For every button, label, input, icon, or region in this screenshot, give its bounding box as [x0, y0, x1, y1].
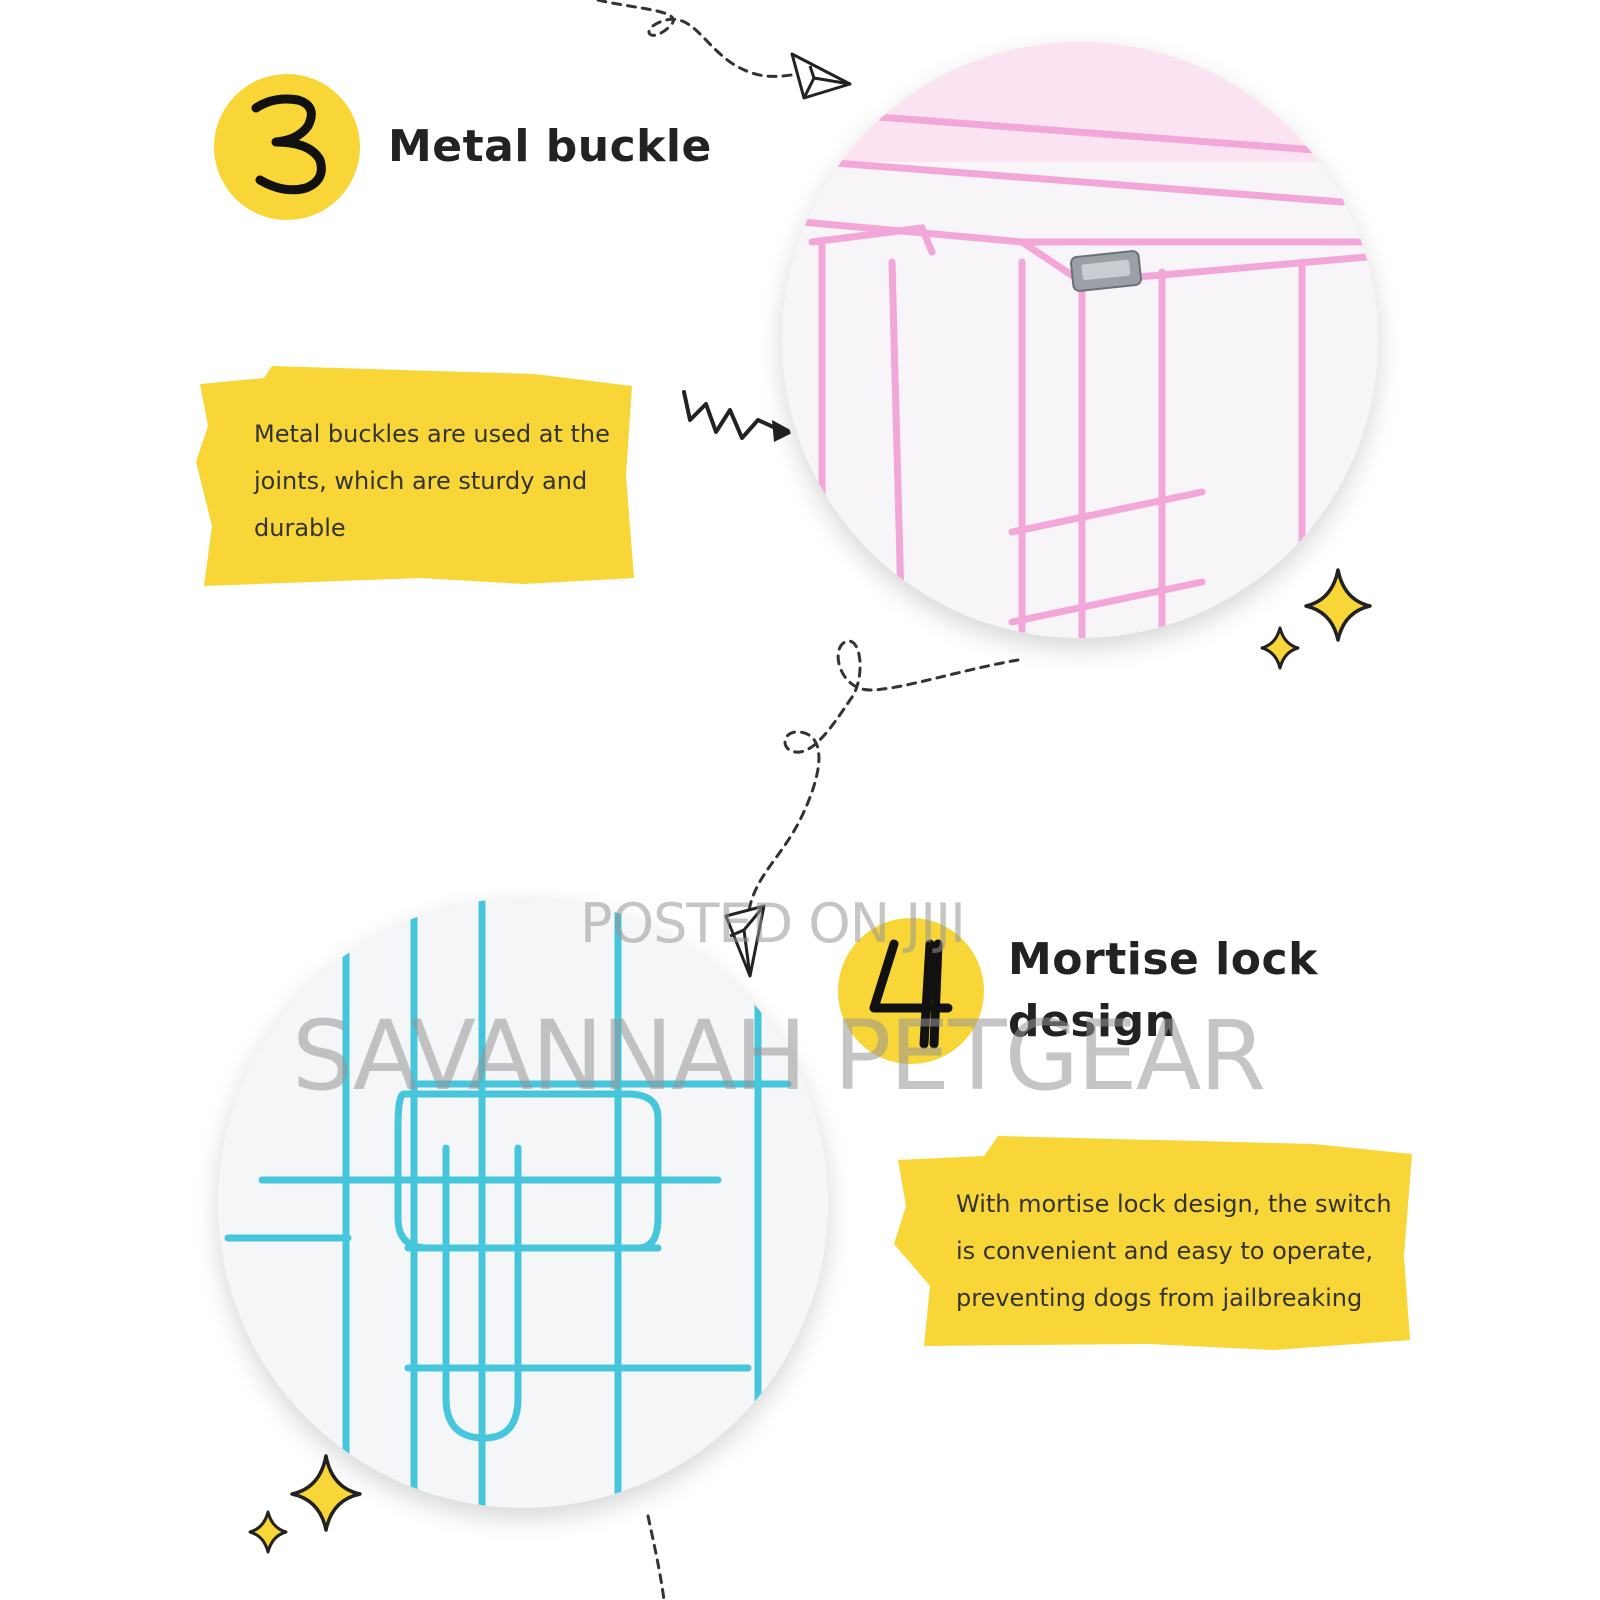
- pink-wire-cage-illustration: [782, 42, 1378, 638]
- description-line: joints, which are sturdy and: [254, 467, 588, 495]
- description-line: preventing dogs from jailbreaking: [956, 1284, 1363, 1312]
- step-number-badge: [214, 74, 360, 220]
- blue-wire-lock-illustration: [218, 898, 828, 1508]
- title-line: Mortise lock: [1008, 934, 1318, 985]
- title-line: design: [1008, 996, 1177, 1047]
- feature-description: With mortise lock design, the switch is …: [956, 1181, 1406, 1322]
- description-line: is convenient and easy to operate,: [956, 1237, 1374, 1265]
- description-line: Metal buckles are used at the: [254, 420, 610, 448]
- squiggle-arrow-icon: [682, 390, 794, 442]
- note-highlight: [894, 1136, 1412, 1350]
- dashed-path-icon: [646, 1514, 666, 1600]
- metal-buckle-photo: [782, 42, 1378, 638]
- note-highlight: [196, 366, 634, 586]
- description-line: durable: [254, 514, 346, 542]
- metal-buckle-icon: [1070, 250, 1142, 292]
- feature-title: Mortise lock design: [1008, 929, 1348, 1053]
- feature-title: Metal buckle: [388, 121, 712, 172]
- mortise-lock-photo: [218, 898, 828, 1508]
- feature-description: Metal buckles are used at the joints, wh…: [254, 411, 634, 552]
- dashed-path-icon: [596, 0, 802, 78]
- step-number-badge: [838, 918, 984, 1064]
- number-4-icon: [869, 939, 953, 1049]
- watermark-line: SAVANNAH PETGEAR: [292, 1000, 1266, 1112]
- watermark-line: POSTED ON JIJI: [580, 892, 966, 955]
- number-3-icon: [251, 94, 326, 195]
- dashed-path-icon: [746, 639, 1020, 922]
- description-line: With mortise lock design, the switch: [956, 1190, 1392, 1218]
